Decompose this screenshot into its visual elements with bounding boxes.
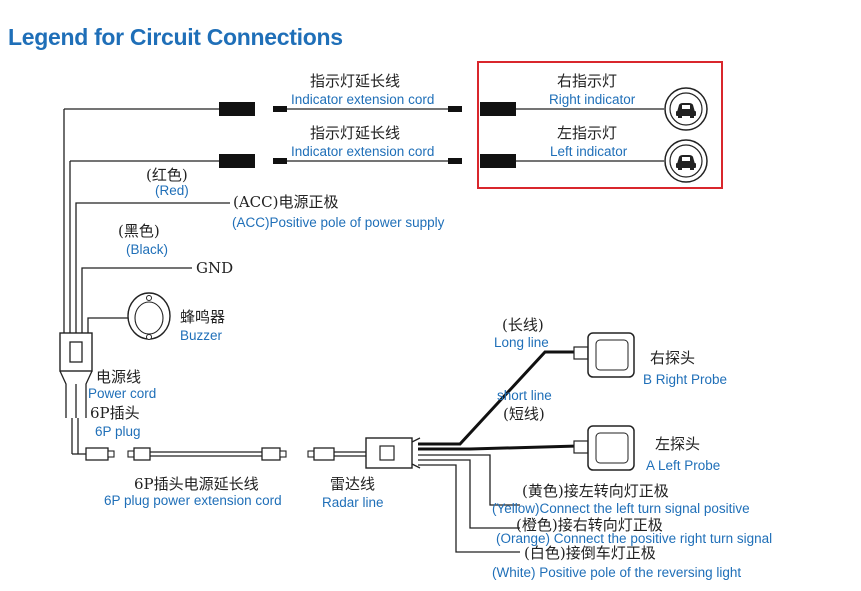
indicator-extension-cord-bottom	[70, 154, 664, 168]
black-wire-en: (Black)	[126, 242, 168, 257]
probe-icon	[573, 332, 635, 378]
red-wire-en: (Red)	[155, 183, 189, 198]
right-probe-en: B Right Probe	[643, 372, 727, 387]
power-cord-zh: 电源线	[96, 368, 141, 386]
long-line-zh: (长线)	[502, 316, 544, 334]
probe-icon	[573, 425, 635, 471]
left-indicator-zh: 左指示灯	[557, 124, 617, 142]
buzzer-en: Buzzer	[180, 328, 223, 343]
indicator-extension-cord-top	[64, 102, 664, 116]
right-probe-zh: 右探头	[650, 349, 695, 367]
buzzer-icon	[127, 292, 171, 340]
car-indicator-icon	[664, 87, 708, 131]
power-cord-en: Power cord	[88, 386, 156, 401]
left-indicator-en: Left indicator	[550, 144, 628, 159]
red-wire-zh: (红色)	[146, 166, 188, 184]
long-line-en: Long line	[494, 335, 549, 350]
power-wire-bundle	[59, 109, 230, 454]
6p-plug-ext-zh: 6P插头电源延长线	[134, 475, 259, 493]
ext-cord-bottom-zh: 指示灯延长线	[310, 124, 400, 142]
yellow-wire-en: (Yellow)Connect the left turn signal pos…	[492, 501, 750, 516]
6p-plug-en: 6P plug	[95, 424, 141, 439]
yellow-wire-zh: (黄色)接左转向灯正极	[522, 482, 669, 500]
right-indicator-zh: 右指示灯	[557, 72, 617, 90]
6p-plug-zh: 6P插头	[90, 404, 140, 422]
acc-en: (ACC)Positive pole of power supply	[232, 215, 445, 230]
black-wire-zh: (黑色)	[118, 222, 160, 240]
diagram-title: Legend for Circuit Connections	[8, 24, 343, 50]
car-indicator-icon	[664, 139, 708, 183]
6p-plug-extension-cord	[72, 447, 366, 461]
orange-wire-en: (Orange) Connect the positive right turn…	[496, 531, 772, 546]
6p-plug-ext-en: 6P plug power extension cord	[104, 493, 282, 508]
white-wire-zh: (白色)接倒车灯正极	[524, 544, 656, 562]
left-probe-en: A Left Probe	[646, 458, 720, 473]
indicator-highlight-box	[477, 61, 723, 189]
short-line-en: short line	[497, 388, 552, 403]
ext-cord-top-zh: 指示灯延长线	[310, 72, 400, 90]
white-wire-en: (White) Positive pole of the reversing l…	[492, 565, 741, 580]
buzzer-zh: 蜂鸣器	[180, 308, 225, 326]
gnd-label: GND	[196, 259, 233, 277]
left-probe-zh: 左探头	[655, 435, 700, 453]
orange-wire-zh: (橙色)接右转向灯正极	[516, 516, 663, 534]
radar-line-zh: 雷达线	[330, 475, 375, 493]
right-indicator-en: Right indicator	[549, 92, 636, 107]
ext-cord-top-en: Indicator extension cord	[291, 92, 434, 107]
radar-line-en: Radar line	[322, 495, 384, 510]
short-line-zh: (短线)	[503, 405, 545, 423]
ext-cord-bottom-en: Indicator extension cord	[291, 144, 434, 159]
acc-zh: (ACC)电源正极	[233, 193, 339, 211]
radar-line-junction	[365, 350, 579, 553]
